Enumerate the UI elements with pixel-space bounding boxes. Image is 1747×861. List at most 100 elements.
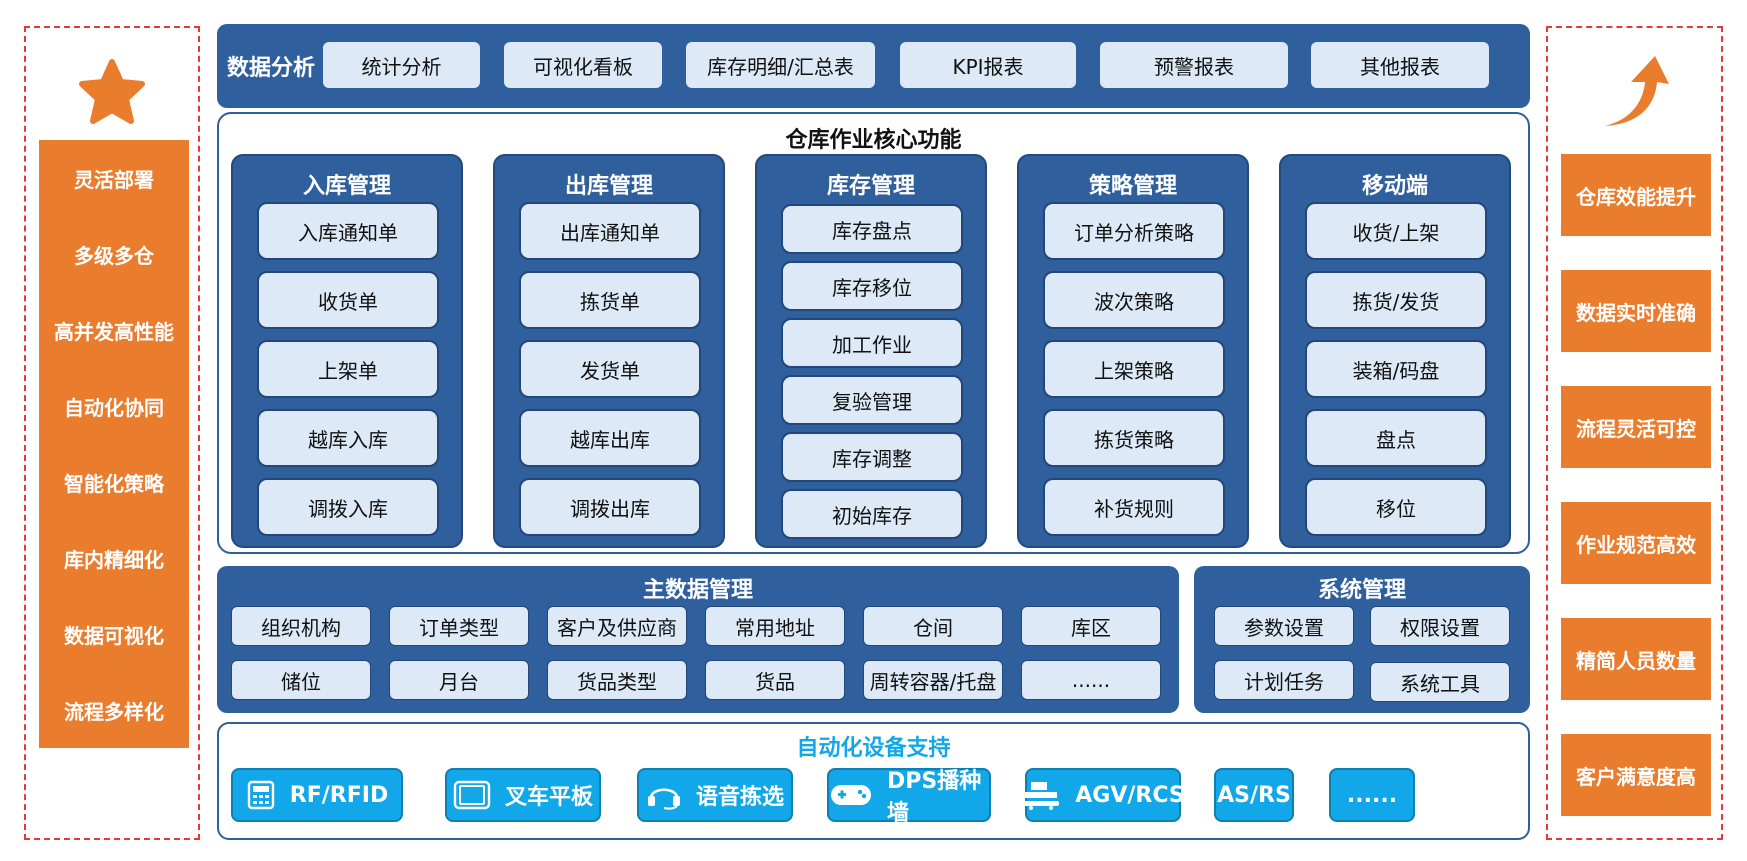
device-label: 叉车平板 xyxy=(504,785,593,810)
system-item: 权限设置 xyxy=(1370,606,1510,646)
master-data-item: 周转容器/托盘 xyxy=(863,660,1003,700)
function-item: 装箱/码盘 xyxy=(1305,340,1487,398)
function-item: 移位 xyxy=(1305,478,1487,536)
system-management-title: 系统管理 xyxy=(1317,578,1406,603)
function-item: 越库出库 xyxy=(519,409,701,467)
column-title: 出库管理 xyxy=(564,174,653,199)
mobile-column: 移动端 收货/上架 拣货/发货 装箱/码盘 盘点 移位 xyxy=(1279,154,1511,548)
master-data-item: 仓间 xyxy=(863,606,1003,646)
master-data-item: 客户及供应商 xyxy=(547,606,687,646)
right-benefit-item: 流程灵活可控 xyxy=(1561,386,1711,468)
function-item: 订单分析策略 xyxy=(1043,202,1225,260)
left-feature-item: 智能化策略 xyxy=(39,444,189,520)
outbound-column: 出库管理 出库通知单 拣货单 发货单 越库出库 调拨出库 xyxy=(493,154,725,548)
data-analysis-item: KPI报表 xyxy=(900,42,1076,88)
function-item: 出库通知单 xyxy=(519,202,701,260)
device-label: DPS播种墙 xyxy=(887,769,982,826)
automation-title: 自动化设备支持 xyxy=(796,736,951,761)
device-more: ...... xyxy=(1329,768,1415,822)
right-benefit-item: 精简人员数量 xyxy=(1561,618,1711,700)
tablet-icon xyxy=(453,780,491,810)
column-title: 入库管理 xyxy=(302,174,391,199)
system-item: 计划任务 xyxy=(1214,660,1354,700)
core-functions-title: 仓库作业核心功能 xyxy=(785,128,962,153)
agv-robot-icon xyxy=(1021,780,1061,810)
function-item: 波次策略 xyxy=(1043,271,1225,329)
rf-scanner-icon xyxy=(246,780,276,810)
master-data-item: 货品 xyxy=(705,660,845,700)
device-label: 语音拣选 xyxy=(695,785,784,810)
right-benefit-item: 作业规范高效 xyxy=(1561,502,1711,584)
system-item: 参数设置 xyxy=(1214,606,1354,646)
function-item: 库存盘点 xyxy=(781,204,963,254)
data-analysis-bar: 数据分析 统计分析 可视化看板 库存明细/汇总表 KPI报表 预警报表 其他报表 xyxy=(217,24,1530,108)
function-item: 库存移位 xyxy=(781,261,963,311)
function-item: 复验管理 xyxy=(781,375,963,425)
data-analysis-item: 可视化看板 xyxy=(504,42,662,88)
function-item: 初始库存 xyxy=(781,489,963,539)
master-data-item: 组织机构 xyxy=(231,606,371,646)
device-agv-rcs: AGV/RCS xyxy=(1023,768,1185,822)
headset-icon xyxy=(646,780,682,810)
device-label: RF/RFID xyxy=(289,782,389,808)
device-dps-wall: DPS播种墙 xyxy=(827,768,991,826)
right-benefit-item: 数据实时准确 xyxy=(1561,270,1711,352)
function-item: 收货/上架 xyxy=(1305,202,1487,260)
data-analysis-item: 其他报表 xyxy=(1311,42,1489,88)
master-data-item: 货品类型 xyxy=(547,660,687,700)
left-feature-item: 数据可视化 xyxy=(39,596,189,672)
function-item: 调拨入库 xyxy=(257,478,439,536)
data-analysis-item: 统计分析 xyxy=(323,42,480,88)
device-label: AS/RS xyxy=(1217,782,1291,808)
core-functions-panel: 仓库作业核心功能 入库管理 入库通知单 收货单 上架单 越库入库 调拨入库 出库… xyxy=(217,112,1530,554)
system-item: 系统工具 xyxy=(1370,662,1510,702)
data-analysis-item: 预警报表 xyxy=(1100,42,1288,88)
function-item: 越库入库 xyxy=(257,409,439,467)
function-item: 拣货策略 xyxy=(1043,409,1225,467)
right-benefit-item: 仓库效能提升 xyxy=(1561,154,1711,236)
right-benefit-item: 客户满意度高 xyxy=(1561,734,1711,816)
column-title: 策略管理 xyxy=(1088,174,1177,199)
device-voice-picking: 语音拣选 xyxy=(637,768,793,822)
left-feature-item: 流程多样化 xyxy=(39,672,189,748)
automation-panel: 自动化设备支持 RF/RFID 叉车平板 xyxy=(217,722,1530,840)
column-title: 移动端 xyxy=(1361,174,1428,199)
inventory-column: 库存管理 库存盘点 库存移位 加工作业 复验管理 库存调整 初始库存 xyxy=(755,154,987,548)
left-feature-item: 库内精细化 xyxy=(39,520,189,596)
function-item: 入库通知单 xyxy=(257,202,439,260)
function-item: 拣货/发货 xyxy=(1305,271,1487,329)
device-as-rs: AS/RS xyxy=(1214,768,1294,822)
curved-up-arrow-icon xyxy=(1548,44,1721,140)
data-analysis-label: 数据分析 xyxy=(227,56,316,81)
left-feature-panel: 灵活部署 多级多仓 高并发高性能 自动化协同 智能化策略 库内精细化 数据可视化… xyxy=(24,26,200,840)
function-item: 发货单 xyxy=(519,340,701,398)
function-item: 库存调整 xyxy=(781,432,963,482)
device-forklift-tablet: 叉车平板 xyxy=(445,768,601,822)
master-data-item: 订单类型 xyxy=(389,606,529,646)
right-benefit-panel: 仓库效能提升 数据实时准确 流程灵活可控 作业规范高效 精简人员数量 客户满意度… xyxy=(1546,26,1723,840)
function-item: 拣货单 xyxy=(519,271,701,329)
star-icon xyxy=(26,44,198,140)
inbound-column: 入库管理 入库通知单 收货单 上架单 越库入库 调拨入库 xyxy=(231,154,463,548)
left-feature-item: 多级多仓 xyxy=(39,216,189,292)
gamepad-icon xyxy=(829,781,873,809)
system-management-panel: 系统管理 参数设置 权限设置 计划任务 系统工具 xyxy=(1194,566,1530,713)
master-data-title: 主数据管理 xyxy=(642,578,753,603)
left-feature-item: 高并发高性能 xyxy=(39,292,189,368)
master-data-panel: 主数据管理 组织机构 订单类型 客户及供应商 常用地址 仓间 库区 储位 月台 … xyxy=(217,566,1179,713)
column-title: 库存管理 xyxy=(826,174,915,199)
master-data-item: 库区 xyxy=(1021,606,1161,646)
master-data-item: 月台 xyxy=(389,660,529,700)
function-item: 收货单 xyxy=(257,271,439,329)
device-rf-rfid: RF/RFID xyxy=(231,768,403,822)
function-item: 调拨出库 xyxy=(519,478,701,536)
strategy-column: 策略管理 订单分析策略 波次策略 上架策略 拣货策略 补货规则 xyxy=(1017,154,1249,548)
master-data-item: 储位 xyxy=(231,660,371,700)
device-label: AGV/RCS xyxy=(1075,782,1185,808)
left-feature-item: 灵活部署 xyxy=(39,140,189,216)
master-data-item: 常用地址 xyxy=(705,606,845,646)
function-item: 盘点 xyxy=(1305,409,1487,467)
data-analysis-item: 库存明细/汇总表 xyxy=(686,42,875,88)
function-item: 上架单 xyxy=(257,340,439,398)
device-label: ...... xyxy=(1346,782,1398,808)
